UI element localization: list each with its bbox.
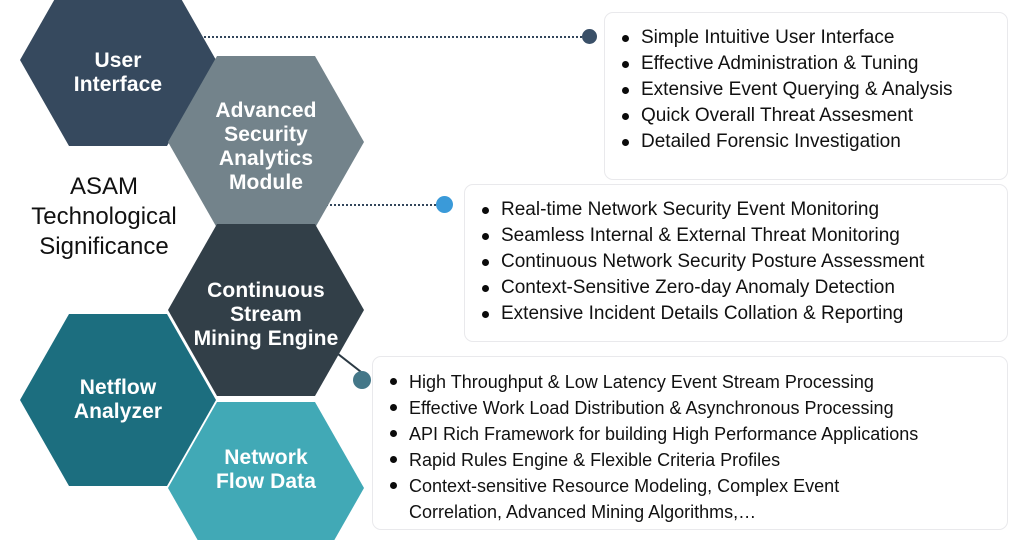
hexagon-continuous-stream-mining-engine-label: Continuous Stream Mining Engine [194, 279, 339, 351]
hexagon-user-interface-line-1: User [94, 49, 142, 73]
page-title-line-3: Significance [39, 232, 169, 260]
panel-user-interface-features: Simple Intuitive User Interface Effectiv… [604, 12, 1008, 180]
list-item: Rapid Rules Engine & Flexible Criteria P… [387, 447, 989, 473]
panel-continuous-stream-mining-features: High Throughput & Low Latency Event Stre… [372, 356, 1008, 530]
hexagon-asam-line-4: Module [228, 170, 304, 194]
list-item-text: Context-sensitive Resource Modeling, Com… [409, 476, 840, 496]
connector-line-user-interface [188, 36, 586, 38]
hexagon-csme-line-2: Stream [230, 303, 302, 327]
page-title: ASAM Technological Significance [0, 172, 208, 261]
list-item: Simple Intuitive User Interface [619, 25, 989, 51]
list-item: Extensive Event Querying & Analysis [619, 77, 989, 103]
page-title-line-1: ASAM [69, 173, 138, 200]
hexagon-nfd-line-2: Flow Data [215, 470, 317, 493]
hexagon-asam-line-1: Advanced [215, 99, 317, 123]
list-item: Real-time Network Security Event Monitor… [479, 197, 989, 223]
hexagon-asam-line-2: Security [224, 123, 308, 147]
panel-continuous-stream-mining-features-list: High Throughput & Low Latency Event Stre… [387, 369, 989, 525]
list-item: API Rich Framework for building High Per… [387, 421, 989, 447]
hexagon-nfd-line-1: Network [224, 446, 308, 470]
list-item: Context-sensitive Resource Modeling, Com… [387, 473, 989, 525]
hexagon-advanced-security-analytics-module-label: Advanced Security Analytics Module [215, 99, 316, 195]
panel-advanced-security-analytics-features-list: Real-time Network Security Event Monitor… [479, 197, 989, 327]
hexagon-csme-line-3: Mining Engine [193, 326, 339, 350]
connector-dot-user-interface [582, 29, 597, 44]
connector-line-advanced-security-analytics [318, 204, 440, 206]
hexagon-netflow-line-2: Analyzer [73, 400, 163, 423]
page-title-line-2: Technological [31, 202, 177, 230]
list-item: Extensive Incident Details Collation & R… [479, 301, 989, 327]
list-item-continuation: Correlation, Advanced Mining Algorithms,… [409, 502, 757, 522]
list-item: Effective Administration & Tuning [619, 51, 989, 77]
list-item: High Throughput & Low Latency Event Stre… [387, 369, 989, 395]
hexagon-user-interface-label: User Interface [74, 49, 162, 97]
hexagon-csme-line-1: Continuous [207, 279, 325, 303]
connector-dot-advanced-security-analytics [436, 196, 453, 213]
list-item: Detailed Forensic Investigation [619, 129, 989, 155]
panel-user-interface-features-list: Simple Intuitive User Interface Effectiv… [619, 25, 989, 155]
hexagon-user-interface-line-2: Interface [73, 73, 163, 96]
panel-advanced-security-analytics-features: Real-time Network Security Event Monitor… [464, 184, 1008, 342]
hexagon-asam-line-3: Analytics [218, 147, 314, 170]
hexagon-netflow-line-1: Netflow [79, 376, 157, 400]
hexagon-netflow-analyzer-label: Netflow Analyzer [74, 376, 162, 424]
list-item: Effective Work Load Distribution & Async… [387, 395, 989, 421]
list-item: Seamless Internal & External Threat Moni… [479, 223, 989, 249]
list-item: Context-Sensitive Zero-day Anomaly Detec… [479, 275, 989, 301]
list-item: Quick Overall Threat Assesment [619, 103, 989, 129]
list-item: Continuous Network Security Posture Asse… [479, 249, 989, 275]
hexagon-network-flow-data-label: Network Flow Data [216, 446, 316, 494]
connector-dot-continuous-stream-mining [353, 371, 371, 389]
